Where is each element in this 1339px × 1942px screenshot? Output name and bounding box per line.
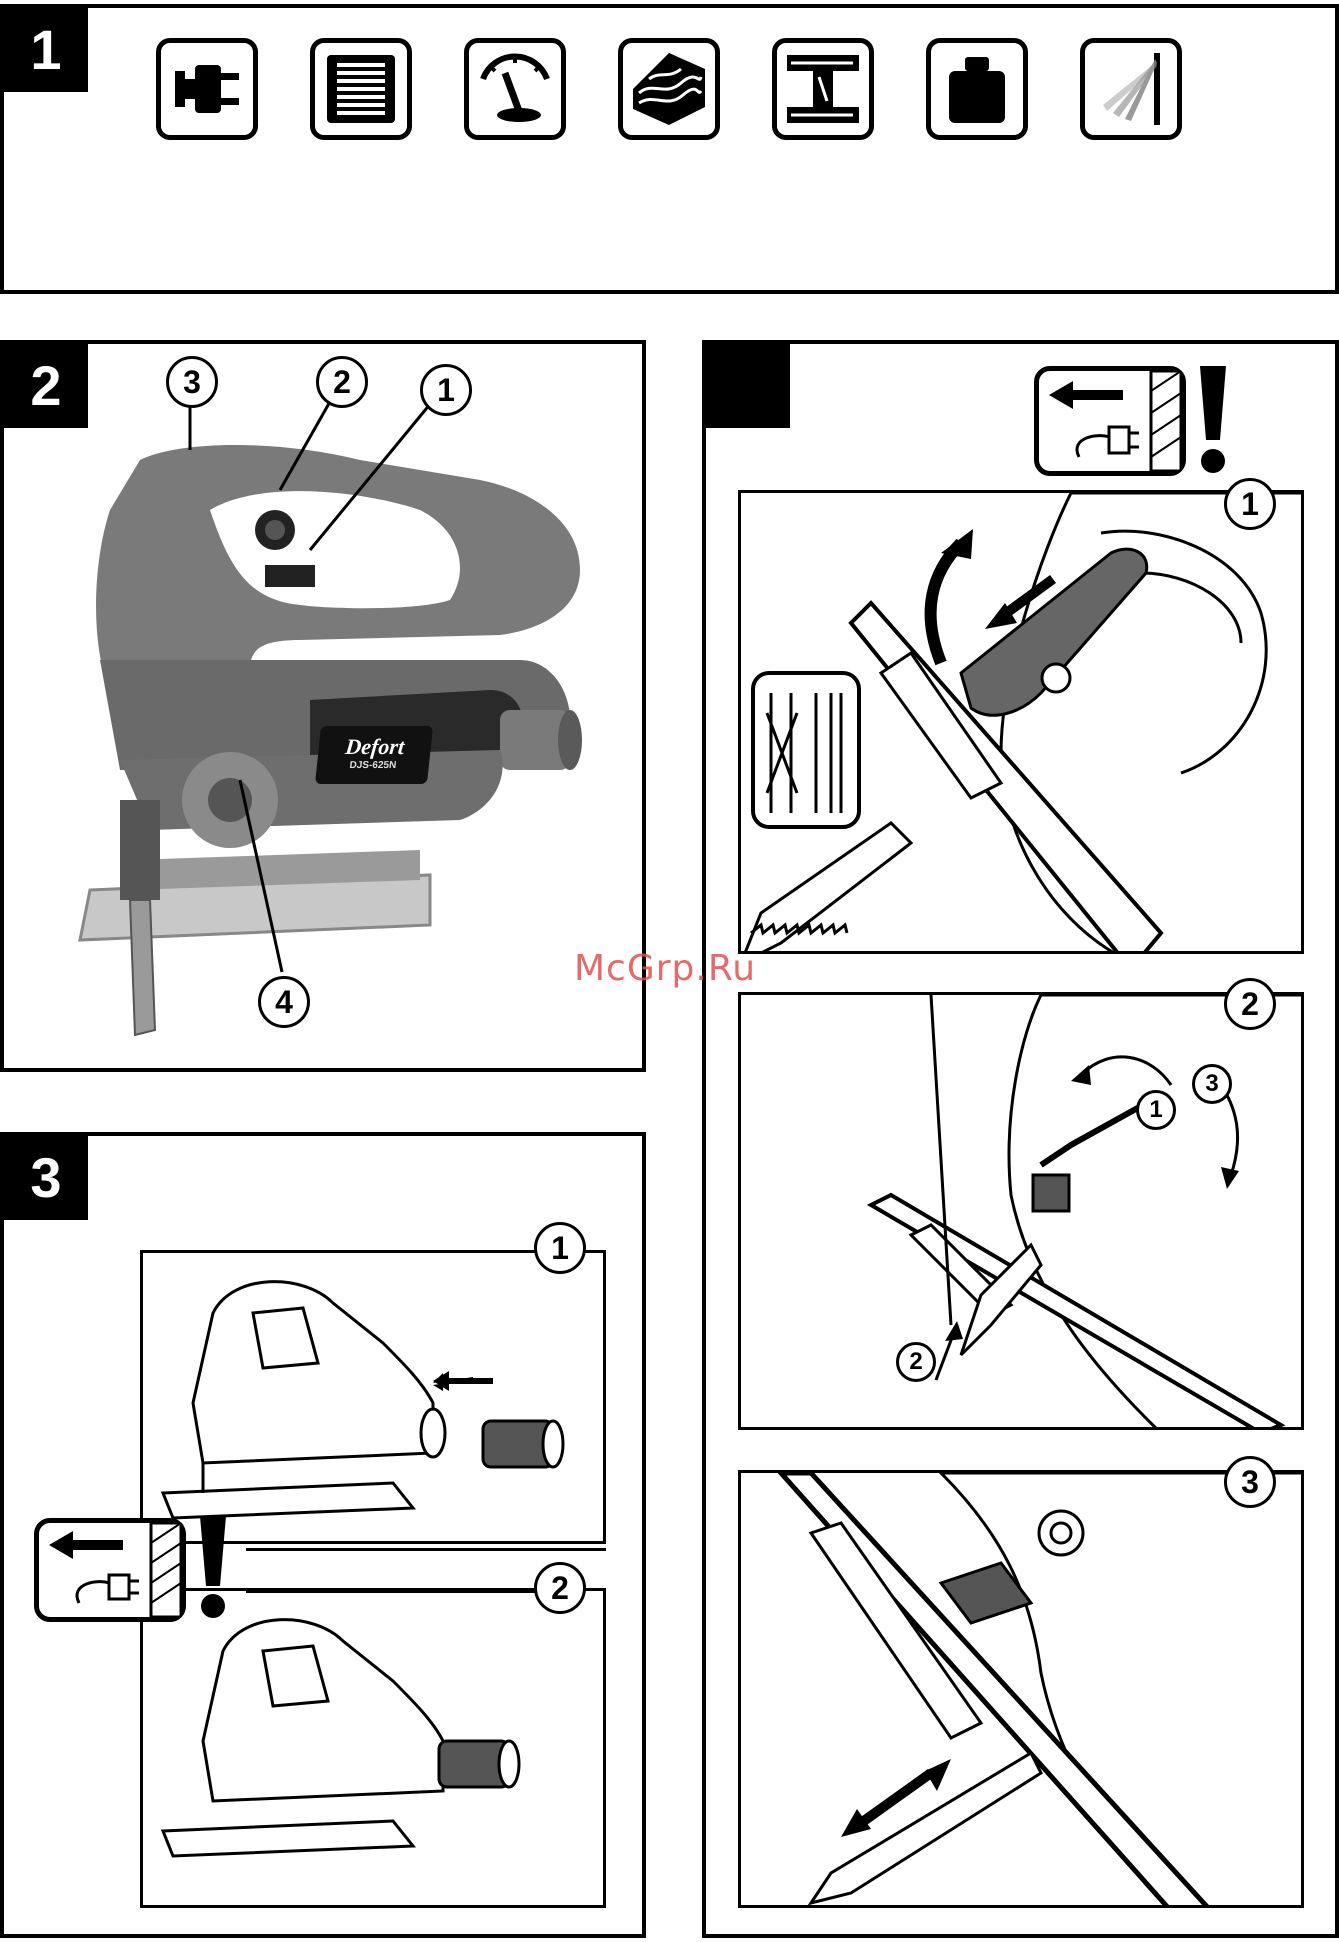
s3-step2-panel bbox=[140, 1588, 606, 1908]
pendulum-stroke-icon bbox=[1080, 38, 1182, 140]
speed-gauge-icon bbox=[464, 38, 566, 140]
s3-step1-panel bbox=[140, 1250, 606, 1544]
wood-cut-icon bbox=[618, 38, 720, 140]
unplug-warning-icon-2 bbox=[1034, 366, 1186, 476]
s4-step2-sub-2: 2 bbox=[896, 1342, 936, 1382]
s2-callout-2: 2 bbox=[316, 356, 368, 408]
s4-step1-number: 1 bbox=[1224, 478, 1276, 530]
s2-callout-3: 3 bbox=[166, 356, 218, 408]
power-plug-icon bbox=[156, 38, 258, 140]
s4-step3-number: 3 bbox=[1224, 1456, 1276, 1508]
s4-step3-panel bbox=[738, 1470, 1304, 1908]
warning-divider-line bbox=[246, 1548, 606, 1551]
s4-step1-panel bbox=[738, 490, 1304, 954]
s2-callout-4: 4 bbox=[258, 976, 310, 1028]
metal-profile-icon bbox=[772, 38, 874, 140]
s4-step2-sub-3: 3 bbox=[1192, 1064, 1232, 1104]
exclamation-icon bbox=[196, 1516, 230, 1620]
exclamation-icon-2 bbox=[1196, 366, 1230, 476]
s2-leader-lines bbox=[0, 340, 646, 1072]
watermark-text: McGrp.Ru bbox=[574, 948, 756, 989]
section-4-label bbox=[706, 344, 790, 428]
s4-step2-number: 2 bbox=[1224, 978, 1276, 1030]
s4-step2-sub-1: 1 bbox=[1136, 1090, 1176, 1130]
s3-step2-number: 2 bbox=[534, 1562, 586, 1614]
s2-callout-1: 1 bbox=[420, 364, 472, 416]
unplug-warning-icon bbox=[34, 1518, 186, 1622]
motor-icon bbox=[310, 38, 412, 140]
section-1-label: 1 bbox=[4, 8, 88, 92]
weight-icon bbox=[926, 38, 1028, 140]
s3-step1-number: 1 bbox=[534, 1222, 586, 1274]
warning-divider-line-2 bbox=[246, 1590, 536, 1593]
s4-step2-panel bbox=[738, 992, 1304, 1430]
section-3-label: 3 bbox=[4, 1136, 88, 1220]
